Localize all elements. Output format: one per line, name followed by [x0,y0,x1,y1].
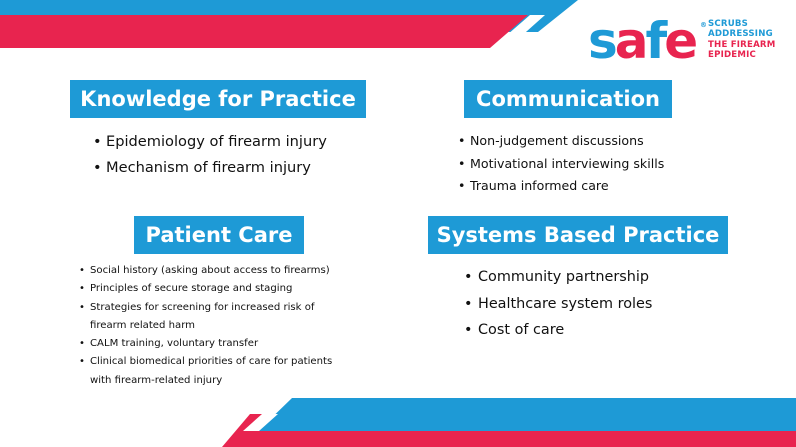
logo-wordmark: safe [588,12,698,70]
section-heading-knowledge: Knowledge for Practice [70,80,366,118]
top-white-gap [492,15,545,48]
list-item-line: firearm related harm [90,319,195,331]
list-item: Healthcare system roles [464,291,652,318]
list-item: Epidemiology of firearm injury [93,129,327,155]
tagline-line-3: THE FIREARM [708,39,776,50]
tagline-line-1: SCRUBS [708,19,749,29]
communication-list: Non-judgement discussions Motivational i… [458,130,664,198]
logo-tagline: SCRUBS ADDRESSING THE FIREARM EPIDEMIC [708,19,776,61]
logo-letter-f: f [645,12,668,70]
logo-letter-e: e [664,12,698,70]
list-item: Principles of secure storage and staging [79,280,332,299]
bottom-blue-band [258,398,796,431]
list-item: Motivational interviewing skills [458,153,664,176]
tagline-line-4: EPIDEMIC [708,50,757,61]
patient-care-list: Social history (asking about access to f… [79,262,333,390]
bottom-white-gap [243,414,278,431]
logo-letter-a: a [614,12,649,70]
registered-mark: ® [700,21,707,29]
list-item-line: with firearm-related injury [90,374,223,386]
list-item: Non-judgement discussions [458,130,664,153]
section-heading-communication: Communication [464,80,672,118]
safe-logo: safe ® SCRUBS ADDRESSING THE FIREARM EPI… [588,12,788,70]
list-item: Cost of care [464,317,652,344]
systems-list: Community partnership Healthcare system … [464,264,652,344]
list-item: Community partnership [464,264,652,291]
top-red-band [0,15,528,48]
list-item-line: Strategies for screening for increased r… [90,301,315,313]
list-item-line: Clinical biomedical priorities of care f… [90,356,333,368]
logo-letter-s: s [588,12,618,70]
knowledge-list: Epidemiology of firearm injury Mechanism… [93,129,327,181]
tagline-line-2: ADDRESSING [708,29,773,40]
list-item: CALM training, voluntary transfer [79,335,332,354]
list-item: Trauma informed care [458,175,664,198]
list-item: Mechanism of firearm injury [93,155,327,181]
list-item: Strategies for screening for increased r… [79,299,332,336]
list-item: Clinical biomedical priorities of care f… [79,353,333,390]
list-item: Social history (asking about access to f… [79,262,332,281]
section-heading-patient-care: Patient Care [134,216,304,254]
section-heading-systems: Systems Based Practice [428,216,728,254]
